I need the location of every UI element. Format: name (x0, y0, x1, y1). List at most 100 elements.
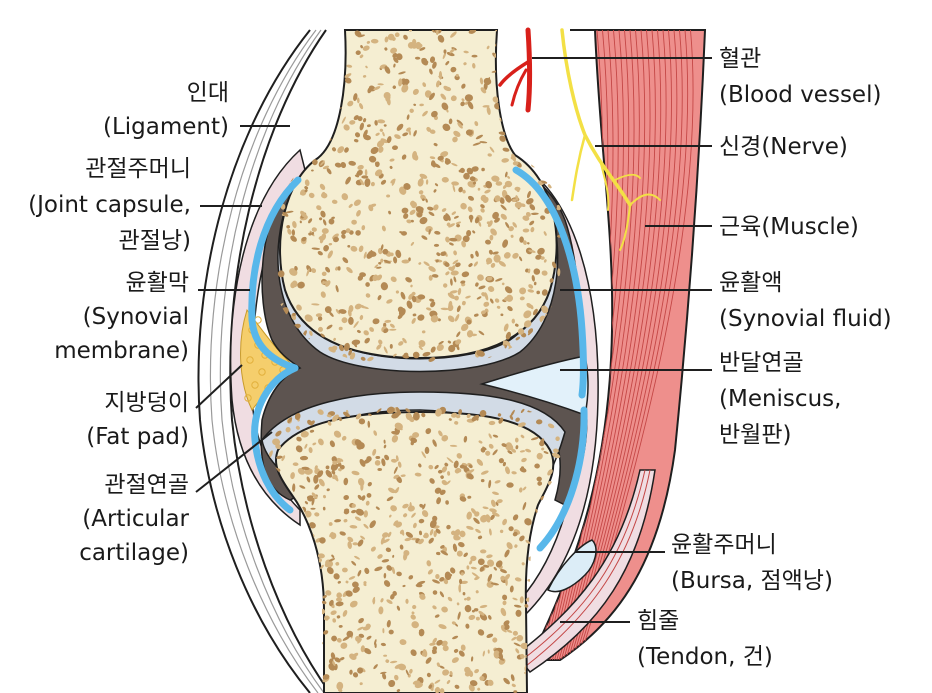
bone-pore (447, 596, 453, 602)
bone-pore (410, 614, 416, 620)
bone-pore (294, 117, 299, 124)
bone-pore (342, 567, 348, 573)
bone-pore (326, 168, 332, 175)
bone-pore (492, 434, 499, 438)
bone-pore (471, 166, 479, 172)
bone-pore (475, 282, 479, 287)
label-joint-capsule-ko2: 관절낭) (119, 228, 191, 254)
labels-right: 혈관 (Blood vessel) 신경(Nerve) 근육(Muscle) 윤… (637, 46, 892, 670)
bone-pore (492, 251, 499, 255)
bone-pore (431, 274, 439, 278)
bone-pore (335, 309, 341, 315)
bone-pore (360, 535, 366, 540)
bone-pore (506, 107, 512, 113)
bone-pore (456, 602, 460, 606)
bone-pore (462, 235, 470, 243)
bone-pore (338, 624, 343, 628)
bone-pore (557, 94, 561, 99)
bone-pore (290, 235, 297, 242)
bone-pore (460, 572, 464, 576)
bone-pore (287, 417, 293, 424)
bone-pore (557, 40, 561, 45)
bone-pore (489, 146, 495, 153)
bone-pore (275, 681, 279, 685)
bone-pore (510, 156, 515, 160)
bone-pore (291, 229, 296, 236)
bone-pore (384, 47, 388, 51)
bone-pore (479, 77, 484, 85)
bone-pore (549, 180, 556, 185)
bone-pore (383, 259, 391, 264)
bone-pore (286, 225, 291, 229)
bone-pore (339, 531, 346, 536)
bone-pore (336, 681, 344, 691)
bone-pore (363, 134, 371, 141)
bone-pore (502, 600, 507, 606)
bone-pore (299, 455, 309, 461)
bone-pore (351, 219, 357, 225)
bone-pore (335, 561, 340, 566)
bone-pore (395, 455, 399, 462)
bone-pore (535, 670, 543, 675)
bone-pore (527, 328, 534, 334)
bone-pore (302, 101, 308, 108)
bone-pore (354, 555, 360, 560)
bone-pore (461, 83, 466, 89)
bone-pore (319, 537, 326, 544)
bone-pore (535, 531, 541, 537)
bone-pore (437, 318, 441, 322)
bone-pore (494, 298, 500, 303)
bone-pore (410, 241, 415, 246)
bone-pore (532, 45, 537, 51)
bone-pore (323, 244, 329, 252)
bone-pore (326, 488, 330, 492)
bone-pore (455, 339, 462, 345)
bone-pore (382, 672, 387, 680)
bone-pore (435, 408, 442, 417)
bone-pore (549, 128, 557, 136)
bone-pore (456, 305, 461, 313)
bone-pore (419, 593, 426, 600)
bone-pore (301, 629, 305, 635)
bone-pore (339, 458, 344, 462)
bone-pore (383, 92, 391, 99)
bone-pore (387, 531, 392, 538)
bone-pore (538, 30, 543, 33)
bone-pore (489, 528, 492, 536)
bone-pore (355, 413, 362, 420)
bone-pore (458, 650, 465, 657)
bone-pore (341, 229, 347, 235)
bone-pore (329, 440, 335, 448)
bone-pore (354, 174, 360, 178)
bone-pore (393, 57, 399, 63)
bone-pore (373, 430, 378, 436)
bone-pore (437, 34, 445, 43)
bone-pore (392, 554, 395, 558)
bone-pore (296, 558, 305, 565)
bone-pore (337, 462, 342, 467)
bone-pore (457, 122, 463, 129)
bone-pore (363, 581, 367, 585)
bone-pore (333, 473, 339, 482)
bone-pore (356, 210, 361, 217)
bone-pore (323, 617, 329, 621)
bone-pore (312, 442, 317, 446)
bone-pore (439, 489, 446, 496)
bone-pore (503, 624, 510, 630)
bone-pore (480, 208, 485, 213)
bone-pore (332, 37, 339, 43)
bone-pore (270, 522, 274, 526)
bone-pore (336, 637, 342, 643)
synovial-membrane-upper-left (248, 176, 302, 372)
bone-pore (275, 430, 282, 437)
label-bursa-ko: 윤활주머니 (671, 532, 777, 558)
bone-pore (421, 451, 426, 459)
bone-pore (385, 547, 392, 553)
bone-pore (458, 578, 463, 585)
bone-pore (401, 231, 407, 236)
bone-pore (395, 249, 402, 259)
bone-pore (447, 471, 451, 476)
bone-pore (311, 247, 320, 250)
bone-pore (403, 513, 408, 518)
bone-pore (445, 158, 451, 165)
